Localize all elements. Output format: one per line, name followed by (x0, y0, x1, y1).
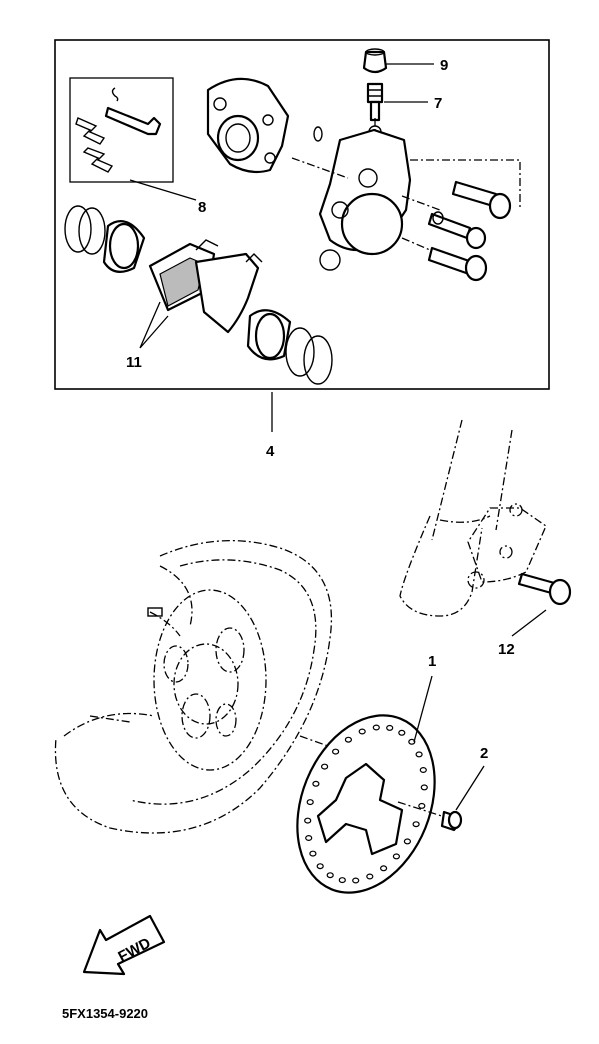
callout-4: 4 (266, 443, 275, 460)
caliper-bolt-upper (451, 180, 512, 220)
disc-hole (408, 738, 416, 745)
disc-hole (403, 838, 411, 845)
front-wheel (54, 539, 357, 834)
brake-disc-part-1 (296, 714, 436, 894)
disc-hole (338, 877, 346, 884)
caliper-bolt-middle (427, 211, 487, 250)
disc-hole (420, 784, 428, 791)
disc-bolt-part-2 (440, 810, 463, 832)
disc-hole (392, 853, 400, 860)
disc-hole (380, 865, 388, 872)
small-oring (313, 126, 323, 142)
disc-hole (366, 873, 374, 880)
disc-hole (306, 799, 314, 806)
disc-hole (316, 863, 324, 870)
disc-hole (352, 877, 360, 884)
disc-hole (309, 850, 317, 857)
pin-kit-inset-frame (69, 77, 174, 183)
caliper-assembly-frame (54, 39, 550, 390)
callout-7: 7 (434, 95, 442, 112)
callout-12: 12 (498, 641, 515, 658)
front-fork-leg (399, 419, 547, 617)
brake-disc-holes (304, 724, 428, 884)
callout-11: 11 (126, 354, 142, 371)
disc-hole (386, 724, 394, 731)
disc-hole (344, 736, 352, 743)
piston-seals-left (64, 205, 146, 273)
forward-direction-arrow: FWD (82, 914, 166, 976)
disc-hole (415, 751, 423, 758)
caliper-body (318, 128, 412, 271)
callout-1: 1 (428, 653, 436, 670)
bleed-cap-part-9 (362, 48, 388, 74)
disc-hole (304, 817, 312, 824)
disc-hole (372, 724, 380, 731)
callout-8: 8 (198, 199, 206, 216)
disc-hole (419, 766, 427, 773)
disc-hole (326, 872, 334, 879)
disc-hole (321, 763, 329, 770)
disc-hole (358, 728, 366, 735)
brake-pads-part-11 (148, 239, 263, 334)
disc-hole (305, 834, 313, 841)
pin-kit-part-8 (75, 87, 162, 173)
piston-seals-right (246, 309, 333, 385)
disc-hole (412, 821, 420, 828)
disc-hole (418, 802, 426, 809)
caliper-mount-bolt-part-12 (517, 572, 572, 606)
diagram-code: 5FX1354-9220 (62, 1006, 149, 1021)
bleed-screw-part-7 (366, 82, 384, 122)
callout-2: 2 (480, 745, 488, 762)
caliper-bolt-lower (427, 246, 488, 282)
disc-hole (398, 729, 406, 736)
callout-9: 9 (440, 57, 448, 74)
caliper-bracket (206, 77, 290, 174)
disc-hole (312, 780, 320, 787)
disc-hole (332, 748, 340, 755)
